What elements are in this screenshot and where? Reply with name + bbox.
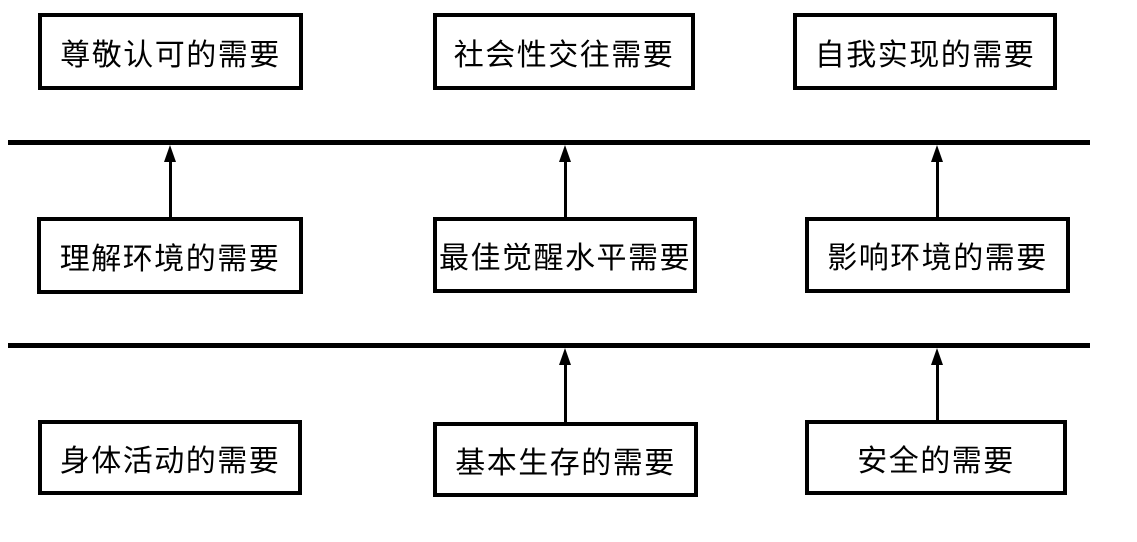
divider-line-lower [8,343,1090,348]
arrow-shaft [168,162,172,218]
up-arrow-safety [930,348,944,420]
node-optimal-arousal-need: 最佳觉醒水平需要 [433,217,697,293]
node-physical-activity-need: 身体活动的需要 [38,420,302,495]
arrow-shaft [563,162,567,218]
arrow-head-icon [931,348,943,365]
node-self-actualization-need: 自我实现的需要 [793,13,1057,90]
arrow-head-icon [164,145,176,162]
up-arrow-basic-survival [558,348,572,422]
node-basic-survival-need: 基本生存的需要 [433,422,698,497]
node-influence-environment-need: 影响环境的需要 [805,217,1070,293]
up-arrow-influence-environment [930,145,944,218]
arrow-head-icon [559,348,571,365]
arrow-shaft [563,365,567,422]
node-social-interaction-need: 社会性交往需要 [433,13,695,90]
arrow-shaft [935,365,939,420]
arrow-head-icon [931,145,943,162]
arrow-shaft [935,162,939,218]
arrow-head-icon [559,145,571,162]
up-arrow-optimal-arousal [558,145,572,218]
node-esteem-recognition-need: 尊敬认可的需要 [38,13,303,90]
node-safety-need: 安全的需要 [805,420,1067,495]
up-arrow-understand-environment [163,145,177,218]
node-understand-environment-need: 理解环境的需要 [37,217,303,294]
divider-line-upper [8,140,1090,145]
